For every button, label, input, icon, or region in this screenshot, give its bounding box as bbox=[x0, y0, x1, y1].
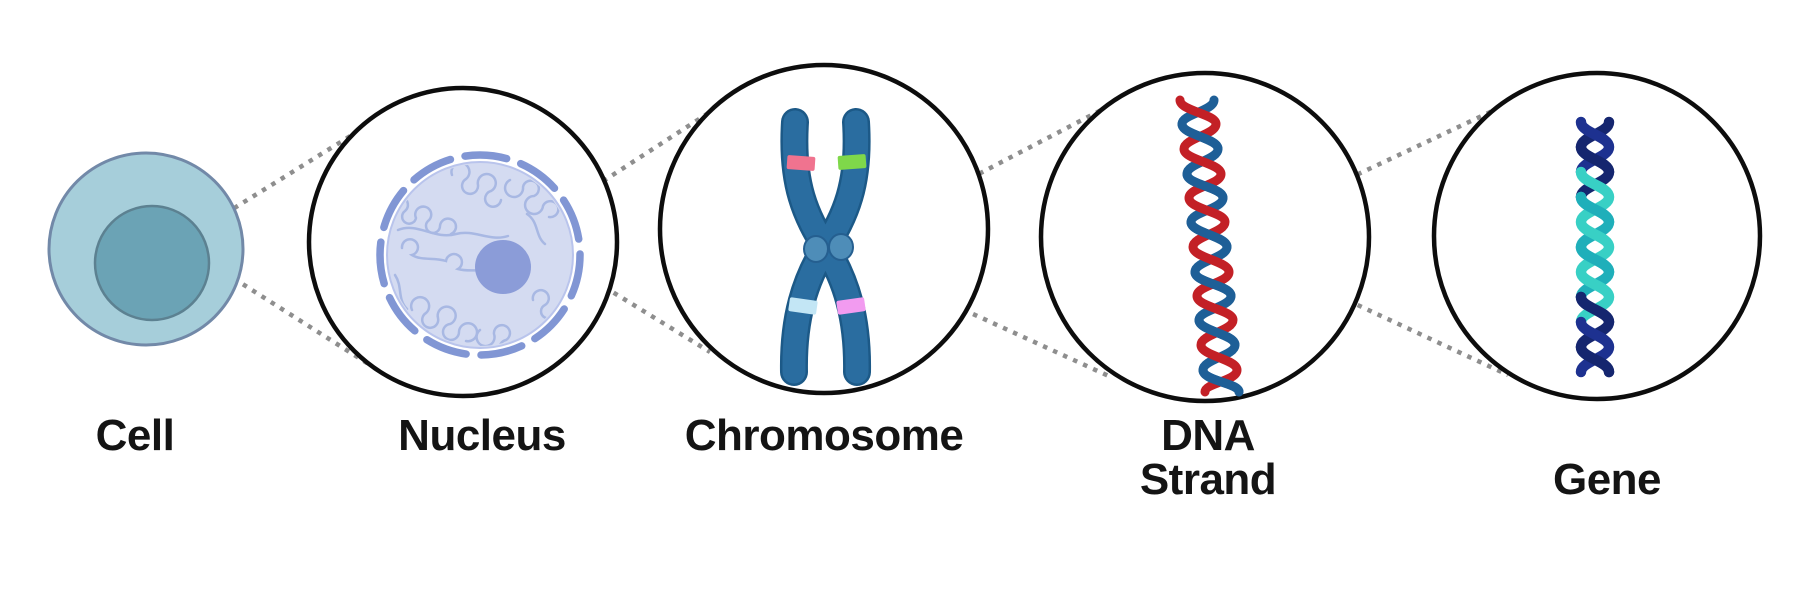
label-gene: Gene bbox=[1552, 455, 1662, 504]
label-cell: Cell bbox=[95, 411, 175, 460]
chromosome-illustration bbox=[779, 108, 872, 386]
guide-chromosome-to-dna-bottom bbox=[832, 247, 1114, 381]
guide-cell-to-nucleus-bottom bbox=[176, 241, 372, 367]
band-green bbox=[837, 154, 867, 170]
gene-front-strand bbox=[1575, 116, 1615, 378]
band-lightblue bbox=[788, 297, 818, 315]
label-nucleus: Nucleus bbox=[398, 411, 566, 460]
centromere-left-lobe bbox=[803, 235, 829, 263]
label-dna-strand: DNA Strand bbox=[1139, 411, 1277, 504]
centromere bbox=[803, 233, 854, 263]
nucleolus bbox=[475, 240, 531, 294]
centromere-right-lobe bbox=[828, 233, 854, 261]
cell-nucleus bbox=[93, 204, 211, 322]
dna-strand-red bbox=[1175, 95, 1242, 397]
chromosome-bands bbox=[786, 154, 867, 315]
gene-helix-illustration bbox=[1575, 116, 1615, 378]
guide-dna-to-gene-bottom bbox=[1217, 237, 1509, 378]
nuclear-membrane-dashes bbox=[376, 151, 584, 359]
dna-weave-overlaps bbox=[1177, 119, 1244, 397]
label-chromosome: Chromosome bbox=[684, 411, 964, 460]
cell-illustration bbox=[47, 151, 245, 347]
gene-weave-overlaps bbox=[1575, 141, 1615, 378]
guide-nucleus-to-chromosome-top bbox=[518, 110, 712, 237]
band-magenta bbox=[836, 297, 866, 315]
nucleus-illustration bbox=[376, 151, 584, 359]
dna-helix-illustration bbox=[1175, 95, 1244, 397]
band-pink bbox=[786, 155, 816, 171]
